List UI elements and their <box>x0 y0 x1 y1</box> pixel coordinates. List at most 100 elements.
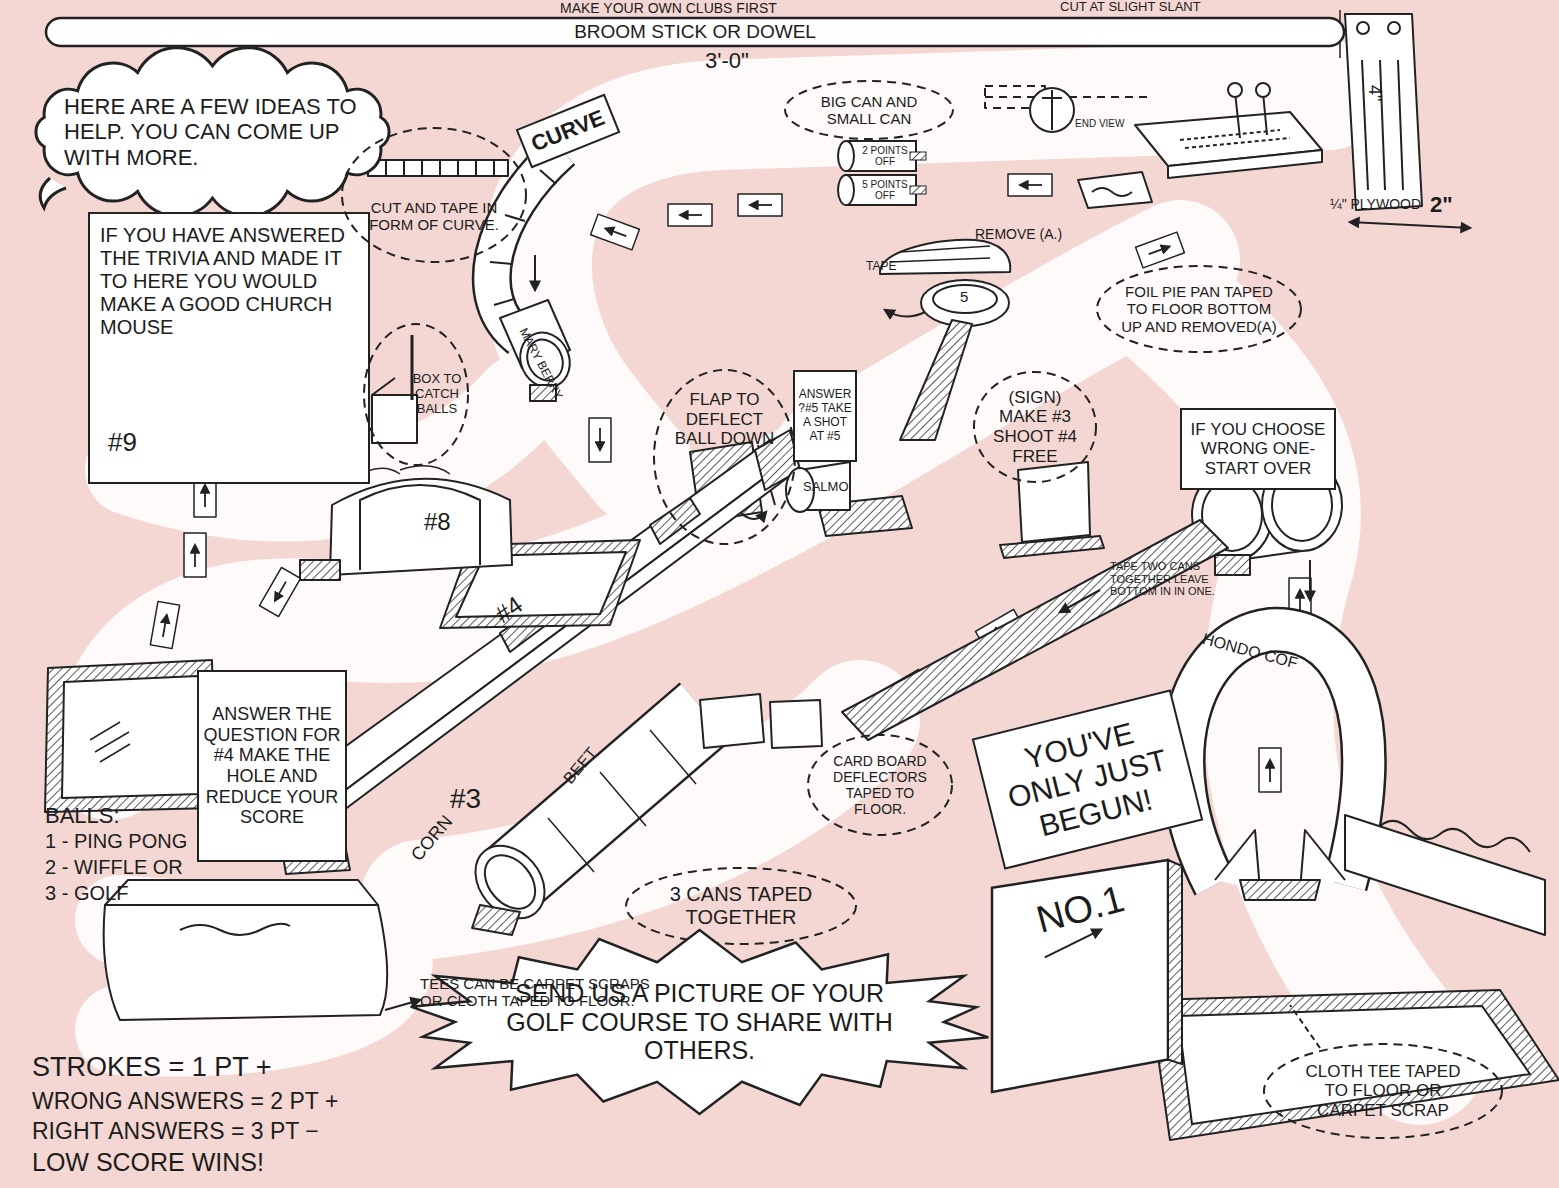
loop <box>1183 630 1364 885</box>
flap <box>740 512 766 519</box>
callout-oval: (SIGN) MAKE #3 SHOOT #4 FREE <box>972 370 1098 484</box>
curve-strip <box>534 255 536 290</box>
catch-box <box>372 395 417 443</box>
scribble <box>90 722 130 762</box>
sign-board <box>1018 462 1090 542</box>
text-run: BROOM STICK OR DOWEL <box>574 21 816 42</box>
callout-oval: CUT AND TAPE IN FORM OF CURVE. <box>340 126 528 264</box>
annotation-text: #8 <box>424 508 451 536</box>
trough-four <box>312 455 795 834</box>
text-spacer <box>258 352 358 512</box>
end-view <box>985 86 1150 132</box>
pie-pan <box>933 285 997 313</box>
text-run: CARD BOARD DEFLECTORS TAPED TO FLOOR. <box>833 753 927 817</box>
tunnel-eight <box>330 479 512 575</box>
annotation-text: 3'-0" <box>705 48 749 73</box>
tube-three <box>700 694 764 748</box>
can-label: 5 POINTS OFF <box>838 174 918 206</box>
tee-mat <box>1178 1006 1530 1124</box>
node-text: (SIGN) MAKE #3 SHOOT #4 FREE <box>986 388 1084 466</box>
node-text: 5 POINTS OFF <box>856 179 914 202</box>
callout-oval: FOIL PIE PAN TAPED TO FLOOR BOTTOM UP AN… <box>1095 264 1303 354</box>
pie-pan <box>880 240 1010 274</box>
callout-oval: BIG CAN AND SMALL CAN <box>783 79 955 141</box>
answer-sign: ANSWER ?#5 TAKE A SHOT AT #5 <box>793 370 857 462</box>
text-run: SEND US A PICTURE OF YOUR GOLF COURSE TO… <box>506 979 893 1065</box>
tee-mat <box>62 676 200 798</box>
annotation-text: SALMO <box>803 480 849 495</box>
club-head <box>1345 14 1422 210</box>
pie-pan <box>885 310 925 317</box>
node-text: 2 POINTS OFF <box>856 145 914 168</box>
annotation-text: 2" <box>1430 192 1453 217</box>
catch-box <box>372 335 417 443</box>
end-view <box>1042 97 1062 99</box>
node-text: HERE ARE A FEW IDEAS TO HELP. YOU CAN CO… <box>64 94 361 170</box>
callout-oval: CLOTH TEE TAPED TO FLOOR OR CARPET SCRAP <box>1262 1042 1504 1140</box>
annotation-text: REMOVE (A.) <box>975 226 1062 242</box>
annotation-text: END VIEW <box>1075 118 1124 130</box>
callout-oval: FLAP TO DEFLECT BALL DOWN <box>652 368 797 546</box>
pie-pan <box>890 246 990 262</box>
text-run: 2 POINTS OFF <box>862 145 908 168</box>
node-text: IF YOU CHOOSE WRONG ONE-START OVER <box>1186 420 1330 479</box>
annotation-text: STROKES = 1 PT + <box>32 1052 272 1083</box>
node-text: ANSWER ?#5 TAKE A SHOT AT #5 <box>797 388 853 443</box>
node-text: CUT AND TAPE IN FORM OF CURVE. <box>362 199 506 234</box>
trough-four <box>650 498 700 544</box>
text-run: IF YOU CHOOSE WRONG ONE-START OVER <box>1191 420 1326 478</box>
club-head <box>1380 60 1385 190</box>
annotation-text: BALLS: <box>45 803 120 828</box>
callout-oval: 3 CANS TAPED TOGETHER <box>624 866 858 946</box>
tube-three <box>510 712 705 880</box>
path-tiles <box>589 418 611 462</box>
club-head <box>1357 22 1369 34</box>
club-head <box>1398 60 1403 190</box>
text-run: YOU'VE ONLY JUST BEGUN! <box>1005 716 1170 842</box>
plywood-block <box>1235 92 1240 138</box>
callout-oval-outline <box>340 126 528 264</box>
annotation-text: 2 - WIFFLE OR <box>45 856 183 879</box>
plywood-block <box>1256 83 1270 97</box>
tee-cushion <box>104 905 388 1020</box>
annotation-text: 4" <box>1364 85 1385 101</box>
pie-pan <box>921 280 1009 326</box>
path-tiles <box>150 601 179 648</box>
loop <box>1240 880 1320 900</box>
tube-three <box>548 730 696 872</box>
plywood-block <box>1168 150 1322 178</box>
can <box>500 300 579 401</box>
annotation-text: ¼" PLYWOOD <box>1330 196 1421 212</box>
node-text: CARD BOARD DEFLECTORS TAPED TO FLOOR. <box>824 753 936 817</box>
plywood-block <box>1135 83 1322 178</box>
loop <box>1183 630 1364 885</box>
leader-line <box>1290 1005 1320 1048</box>
sign-board <box>1000 536 1104 558</box>
callout-oval: BOX TO CATCH BALLS <box>362 322 470 467</box>
annotation-text: 3 - GOLF <box>45 882 128 905</box>
side-wall <box>1345 815 1545 935</box>
text-run: ANSWER ?#5 TAKE A SHOT AT #5 <box>798 387 852 442</box>
node-text: YOU'VE ONLY JUST BEGUN! <box>983 706 1191 852</box>
plywood-block <box>1263 92 1267 135</box>
node-text: BROOM STICK OR DOWEL <box>574 21 816 43</box>
path-tiles <box>591 214 640 250</box>
callout-oval: CARD BOARD DEFLECTORS TAPED TO FLOOR. <box>806 733 954 837</box>
text-run: 5 POINTS OFF <box>862 179 908 202</box>
path-tiles <box>184 533 206 577</box>
strip-sample <box>368 160 508 176</box>
club-head <box>1362 60 1368 190</box>
catch-box <box>372 378 395 395</box>
curve-strip <box>490 170 556 305</box>
tee-cushion <box>104 880 420 1020</box>
deflector <box>770 700 822 748</box>
tube-three <box>510 712 705 880</box>
double-cans <box>1215 555 1250 575</box>
node-text: 3 CANS TAPED TOGETHER <box>658 883 824 929</box>
pie-pan <box>880 240 1010 440</box>
dowel-band: BROOM STICK OR DOWEL <box>45 17 1345 47</box>
pie-pan <box>900 320 972 440</box>
sign-board <box>1000 462 1104 558</box>
